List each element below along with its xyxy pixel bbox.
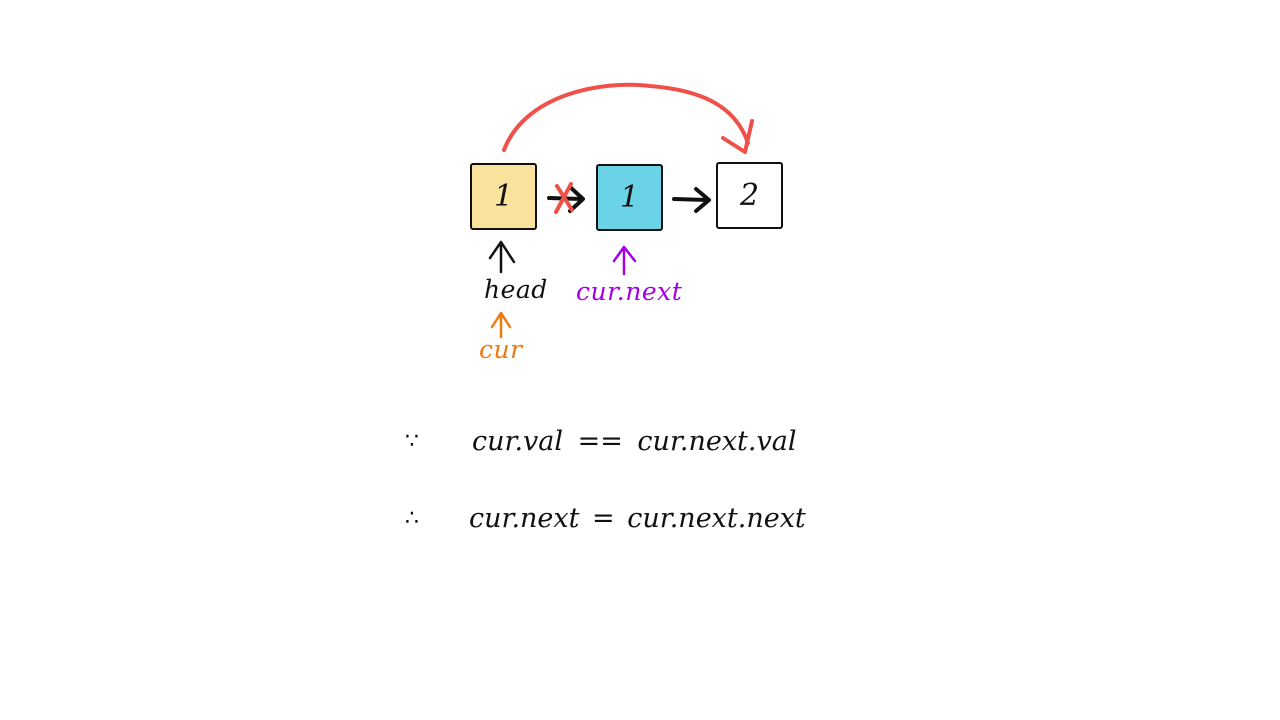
cur-next-label: cur.next [576,277,683,306]
head-label: head [484,275,548,304]
because-symbol: ∵ [405,429,419,454]
action-equation: cur.next = cur.next.next [469,503,806,534]
cur-label: cur [479,335,523,364]
deleted-link-cross [554,182,574,214]
node-value: 1 [493,179,514,214]
head-pointer-arrow [488,240,516,274]
cur-next-pointer-arrow [612,245,637,276]
therefore-symbol: ∴ [405,506,419,531]
list-node-1: 1 [470,163,537,230]
list-node-3: 2 [716,162,783,229]
condition-equation: cur.val == cur.next.val [472,426,797,457]
redirect-arrowhead [721,119,754,154]
redirect-arrow [502,82,750,152]
node-value: 2 [739,178,760,213]
link-arrow-2-3 [672,197,710,202]
node-value: 1 [619,180,640,215]
cur-pointer-arrow [490,311,512,339]
link-arrowhead-1-2 [568,185,585,213]
link-arrowhead-2-3 [694,187,711,213]
list-node-2: 1 [596,164,663,231]
